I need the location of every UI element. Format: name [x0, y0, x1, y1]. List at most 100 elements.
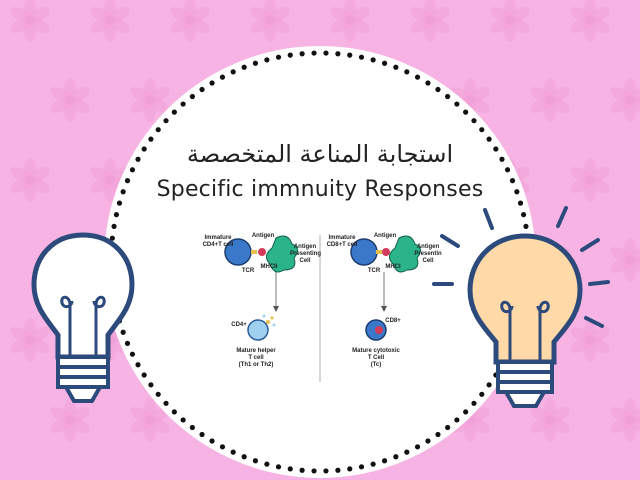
apc-right	[389, 235, 421, 273]
label-antigen-left: Antigen	[251, 233, 275, 239]
label-apc-left: Antigen Presenting Cell	[290, 244, 322, 264]
label-mature-helper-1: Mature helper	[236, 348, 276, 354]
border-dot	[347, 52, 353, 58]
lightbulb-on-icon	[432, 206, 610, 408]
border-dot	[148, 136, 154, 142]
pattern-flower	[170, 0, 210, 42]
border-dot	[414, 444, 421, 450]
border-dot	[471, 400, 477, 406]
border-dot	[180, 101, 186, 107]
immune-response-diagram: Immature CD4+T cell Antigen Antigen Pres…	[196, 230, 446, 390]
border-dot	[209, 80, 215, 86]
label-mhc-left: MHCII	[260, 264, 278, 270]
border-dot	[199, 86, 205, 93]
pattern-flower	[10, 318, 50, 362]
border-dot	[404, 69, 410, 75]
border-dot	[479, 127, 485, 133]
border-dot	[347, 466, 353, 472]
border-dot	[141, 372, 147, 378]
border-dot	[404, 449, 410, 455]
receptor-left	[251, 250, 257, 254]
border-dot	[230, 449, 236, 455]
border-dot	[504, 167, 511, 173]
arabic-title: استجابة المناعة المتخصصة	[186, 140, 454, 168]
border-dot	[509, 178, 516, 184]
pattern-flower	[10, 158, 50, 202]
border-dot	[393, 454, 399, 460]
antigen-right	[382, 248, 390, 256]
border-dot	[514, 189, 520, 195]
border-dot	[120, 189, 126, 195]
border-dot	[252, 458, 259, 464]
border-dot	[445, 93, 451, 100]
border-dot	[148, 382, 154, 388]
border-dot	[517, 200, 524, 206]
border-dot	[163, 118, 169, 124]
pattern-flower	[490, 0, 530, 42]
border-dot	[299, 51, 305, 57]
label-immature-right: Immature CD8+T cell	[326, 235, 358, 248]
border-dot	[109, 235, 115, 241]
border-dot	[275, 464, 282, 470]
border-dot	[463, 409, 469, 415]
border-dot	[116, 200, 123, 206]
border-dot	[445, 424, 451, 431]
border-dot	[275, 54, 282, 60]
border-dot	[180, 417, 186, 423]
border-dot	[241, 64, 247, 70]
border-dot	[454, 101, 460, 107]
border-dot	[264, 57, 270, 63]
border-dot	[129, 167, 136, 173]
border-dot	[155, 127, 161, 133]
border-dot	[463, 109, 469, 115]
label-marker-left: CD4+	[231, 322, 247, 328]
pattern-flower	[530, 78, 570, 122]
label-mature-helper-3: (Th1 or Th2)	[238, 362, 274, 368]
label-mature-tc-2: T Cell	[367, 355, 385, 361]
border-dot	[219, 74, 226, 80]
border-dot	[209, 438, 215, 444]
border-dot	[199, 431, 205, 438]
border-dot	[171, 409, 177, 415]
border-dot	[189, 93, 195, 100]
border-dot	[499, 156, 505, 162]
border-dot	[129, 351, 136, 357]
border-dot	[520, 212, 527, 218]
border-dot	[335, 467, 341, 473]
border-dot	[299, 467, 305, 473]
label-mhc-right: MHCI	[385, 264, 401, 270]
receptor-right	[376, 250, 382, 254]
border-dot	[425, 438, 431, 444]
apc-left	[266, 235, 298, 273]
pattern-flower	[610, 398, 640, 442]
pattern-flower	[90, 0, 130, 42]
label-marker-right: CD8+	[385, 318, 401, 324]
pattern-flower	[330, 0, 370, 42]
border-dot	[287, 466, 293, 472]
border-dot	[370, 57, 376, 63]
pattern-flower	[610, 78, 640, 122]
border-dot	[414, 74, 421, 80]
pattern-flower	[570, 318, 610, 362]
border-dot	[425, 80, 431, 86]
border-dot	[113, 212, 120, 218]
border-dot	[124, 340, 131, 346]
border-dot	[479, 391, 485, 397]
border-dot	[323, 468, 329, 474]
border-dot	[393, 64, 399, 70]
border-dot	[381, 458, 388, 464]
pattern-flower	[50, 78, 90, 122]
border-dot	[219, 444, 226, 450]
border-dot	[435, 431, 441, 438]
border-dot	[358, 54, 365, 60]
border-dot	[381, 60, 388, 66]
border-dot	[120, 329, 126, 335]
lightbulb-off-icon	[31, 232, 135, 403]
pattern-flower	[410, 0, 450, 42]
border-dot	[435, 86, 441, 93]
pattern-flower	[530, 398, 570, 442]
border-dot	[311, 468, 317, 474]
border-dot	[454, 417, 460, 423]
border-dot	[111, 223, 117, 229]
pattern-flower	[10, 0, 50, 42]
